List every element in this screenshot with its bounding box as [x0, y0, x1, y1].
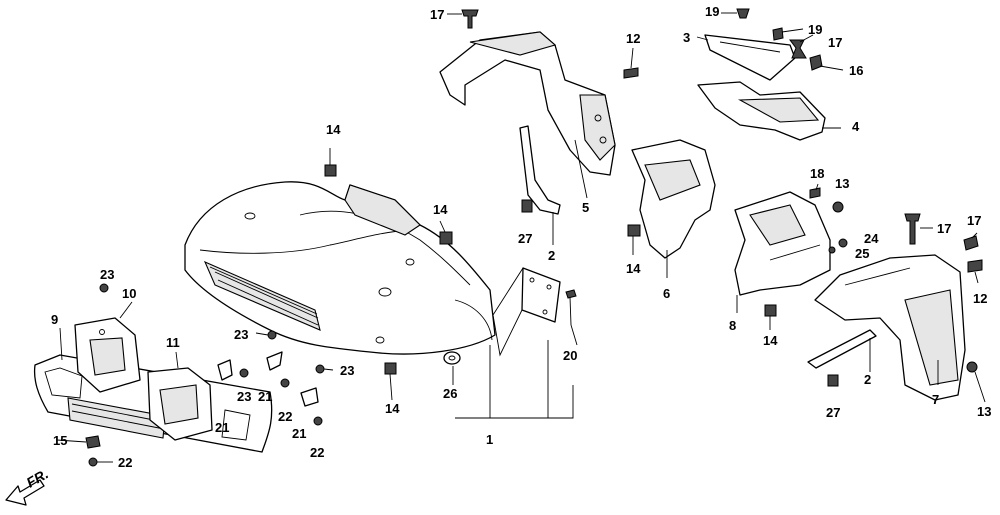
callout-27: 27	[518, 231, 532, 246]
callout-25: 25	[855, 246, 869, 261]
headlight-housing-right	[147, 367, 213, 441]
upper-bracket	[697, 81, 826, 141]
callout-14: 14	[326, 122, 341, 137]
callout-8: 8	[729, 318, 736, 333]
front-direction-arrow-icon	[5, 479, 45, 506]
callout-23: 23	[100, 267, 114, 282]
inner-panel-right	[734, 191, 831, 296]
callout-17: 17	[430, 7, 444, 22]
callout-17: 17	[937, 221, 951, 236]
callout-23: 23	[234, 327, 248, 342]
callout-labels: 17 12 19 19 3 17 16 4 14 18 13 5 14 17 1…	[24, 4, 992, 491]
callout-6: 6	[663, 286, 670, 301]
headlight-housing-left	[74, 317, 141, 393]
front-fender	[184, 181, 496, 355]
callout-1: 1	[486, 432, 493, 447]
callout-9: 9	[51, 312, 58, 327]
callout-21: 21	[258, 389, 272, 404]
rear-side-fender	[814, 254, 966, 401]
callout-13: 13	[835, 176, 849, 191]
callout-15: 15	[53, 433, 67, 448]
stay-bracket-right	[807, 329, 877, 369]
callout-24: 24	[864, 231, 879, 246]
callout-27: 27	[826, 405, 840, 420]
fasteners	[85, 8, 983, 467]
callout-22: 22	[118, 455, 132, 470]
leader-lines	[56, 12, 986, 463]
callout-19: 19	[705, 4, 719, 19]
callout-22: 22	[310, 445, 324, 460]
callout-14: 14	[626, 261, 641, 276]
callout-2: 2	[548, 248, 555, 263]
callout-17: 17	[967, 213, 981, 228]
callout-14: 14	[763, 333, 778, 348]
callout-7: 7	[932, 392, 939, 407]
callout-17: 17	[828, 35, 842, 50]
callout-10: 10	[122, 286, 136, 301]
callout-5: 5	[582, 200, 589, 215]
callout-16: 16	[849, 63, 863, 78]
inner-panel-left	[631, 139, 716, 259]
trim-strip	[704, 34, 796, 81]
callout-2: 2	[864, 372, 871, 387]
callout-20: 20	[563, 348, 577, 363]
callout-18: 18	[810, 166, 824, 181]
callout-21: 21	[292, 426, 306, 441]
callout-14: 14	[385, 401, 400, 416]
callout-13: 13	[977, 404, 991, 419]
callout-22: 22	[278, 409, 292, 424]
callout-23: 23	[340, 363, 354, 378]
callout-11: 11	[166, 335, 180, 350]
callout-4: 4	[852, 119, 860, 134]
callout-14: 14	[433, 202, 448, 217]
callout-12: 12	[973, 291, 987, 306]
callout-21: 21	[215, 420, 229, 435]
callout-26: 26	[443, 386, 457, 401]
callout-3: 3	[683, 30, 690, 45]
mounting-plate	[521, 267, 577, 326]
callout-23: 23	[237, 389, 251, 404]
upper-shield	[439, 31, 616, 176]
callout-12: 12	[626, 31, 640, 46]
callout-19: 19	[808, 22, 822, 37]
